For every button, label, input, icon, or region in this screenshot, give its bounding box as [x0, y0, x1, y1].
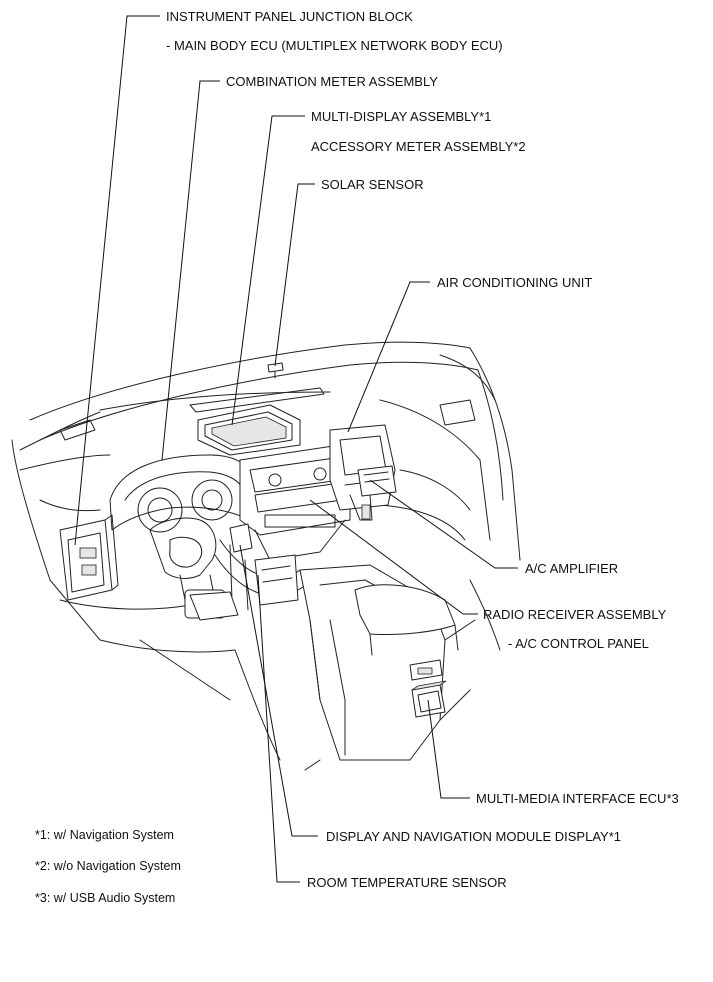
label-multi-media-interface-ecu: MULTI-MEDIA INTERFACE ECU*3: [476, 791, 679, 806]
label-ac-control-panel: - A/C CONTROL PANEL: [508, 636, 649, 651]
label-solar-sensor: SOLAR SENSOR: [321, 177, 424, 192]
label-combination-meter-assembly: COMBINATION METER ASSEMBLY: [226, 74, 438, 89]
footnote-3: *3: w/ USB Audio System: [35, 891, 175, 905]
label-room-temperature-sensor: ROOM TEMPERATURE SENSOR: [307, 875, 507, 890]
label-ac-amplifier: A/C AMPLIFIER: [525, 561, 618, 576]
footnote-1: *1: w/ Navigation System: [35, 828, 174, 842]
label-radio-receiver-assembly: RADIO RECEIVER ASSEMBLY: [483, 607, 667, 622]
leader-lines: [74, 15, 518, 883]
label-accessory-meter-assembly: ACCESSORY METER ASSEMBLY*2: [311, 139, 526, 154]
component-labels: INSTRUMENT PANEL JUNCTION BLOCK - MAIN B…: [166, 9, 679, 890]
label-main-body-ecu: - MAIN BODY ECU (MULTIPLEX NETWORK BODY …: [166, 38, 503, 53]
footnotes: *1: w/ Navigation System *2: w/o Navigat…: [35, 828, 181, 905]
footnote-2: *2: w/o Navigation System: [35, 859, 181, 873]
label-air-conditioning-unit: AIR CONDITIONING UNIT: [437, 275, 592, 290]
label-multi-display-assembly: MULTI-DISPLAY ASSEMBLY*1: [311, 109, 491, 124]
dashboard-illustration: [11, 341, 521, 771]
label-instrument-panel-junction-block: INSTRUMENT PANEL JUNCTION BLOCK: [166, 9, 413, 24]
label-display-navigation-module: DISPLAY AND NAVIGATION MODULE DISPLAY*1: [326, 829, 621, 844]
